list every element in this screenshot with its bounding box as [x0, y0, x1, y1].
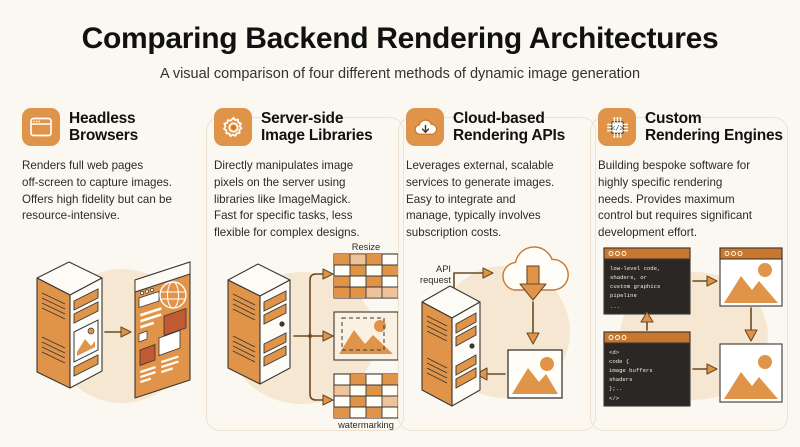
api-request-label-line2: request — [420, 275, 451, 285]
diagram-server-to-browser — [22, 240, 212, 430]
api-request-label-line1: API — [436, 264, 451, 274]
comparison-columns: Headless Browsers Renders full web pages… — [0, 108, 800, 438]
column-title-line2: Image Libraries — [261, 127, 373, 144]
column-title: Headless Browsers — [69, 110, 138, 145]
code-bottom-line-0: <d> — [609, 349, 620, 356]
code-top-line-4: ... — [610, 303, 620, 310]
column-title: Server-side Image Libraries — [261, 110, 373, 145]
image-result — [507, 349, 563, 399]
chip-code-icon: </> — [598, 108, 636, 146]
code-bottom-line-3: shaders — [609, 376, 633, 383]
arrow-code-top-to-image-top — [692, 275, 718, 287]
watermark-pixel-grid — [333, 373, 399, 419]
code-bottom-line-5: </> — [609, 395, 620, 402]
column-title-line2: Rendering Engines — [645, 127, 783, 144]
column-title-line2: Browsers — [69, 127, 139, 144]
code-bottom-line-1: code { — [609, 358, 629, 365]
column-header: Server-side Image Libraries — [214, 108, 404, 146]
crop-image-panel — [333, 311, 399, 361]
diagram-code-to-image-windows: low-level code, shaders, or custom graph… — [598, 236, 788, 426]
rendered-web-page — [134, 260, 191, 399]
column-header: </> Custom Rendering Engines — [598, 108, 788, 146]
code-bottom-line-4: };.. — [609, 385, 622, 392]
header: Comparing Backend Rendering Architecture… — [0, 0, 800, 82]
code-window-bottom: <d> code { image buffers shaders };.. </… — [603, 331, 691, 407]
arrow-cloud-to-image — [526, 301, 540, 345]
code-window-top: low-level code, shaders, or custom graph… — [603, 247, 691, 315]
code-bottom-line-2: image buffers — [609, 367, 653, 374]
image-window-top — [719, 247, 783, 307]
cloud-download-arrow — [519, 265, 547, 301]
column-server-side-image-libraries: Server-side Image Libraries Directly man… — [206, 108, 404, 438]
server-tower — [421, 285, 481, 407]
column-header: Cloud-based Rendering APIs — [406, 108, 596, 146]
column-headless-browsers: Headless Browsers Renders full web pages… — [22, 108, 212, 438]
arrow-image-to-server — [475, 367, 506, 381]
column-title-line1: Server-side — [261, 109, 344, 127]
gear-icon — [214, 108, 252, 146]
column-title-line1: Cloud-based — [453, 109, 545, 127]
code-top-line-1: shaders, or — [610, 274, 647, 281]
column-title: Cloud-based Rendering APIs — [453, 110, 565, 145]
arrow-code-bottom-to-code-top — [640, 311, 654, 331]
column-title-line1: Custom — [645, 109, 702, 127]
watermarking-label: watermarking — [337, 420, 394, 430]
column-title-line2: Rendering APIs — [453, 127, 566, 144]
branch-arrows — [293, 268, 334, 406]
column-description: Directly manipulates image pixels on the… — [214, 159, 360, 240]
arrow-image-top-to-image-bottom — [744, 307, 758, 342]
column-title-line1: Headless — [69, 109, 136, 127]
column-description: Building bespoke software for highly spe… — [598, 159, 753, 240]
column-title: Custom Rendering Engines — [645, 110, 783, 145]
code-top-line-0: low-level code, — [610, 265, 660, 272]
page-subtitle: A visual comparison of four different me… — [159, 66, 641, 82]
column-header: Headless Browsers — [22, 108, 212, 146]
column-cloud-based-rendering-apis: Cloud-based Rendering APIs Leverages ext… — [398, 108, 596, 438]
browser-window-icon — [22, 108, 60, 146]
column-description: Renders full web pages off-screen to cap… — [22, 159, 172, 223]
server-tower — [227, 263, 291, 385]
page-title: Comparing Backend Rendering Architecture… — [81, 22, 719, 55]
arrow-server-to-page — [104, 326, 132, 338]
code-top-line-2: custom graphics — [610, 283, 660, 290]
image-window-bottom — [719, 343, 783, 403]
column-custom-rendering-engines: </> Custom Rendering Engines Building be… — [590, 108, 788, 438]
cloud-download-icon — [406, 108, 444, 146]
column-description: Leverages external, scalable services to… — [406, 159, 555, 240]
resize-label: Resize — [352, 242, 380, 252]
cloud — [502, 246, 569, 301]
diagram-server-to-operations: Resize — [214, 232, 404, 430]
arrow-code-bottom-to-image-bottom — [692, 363, 718, 375]
code-top-line-3: pipeline — [610, 292, 637, 299]
server-tower — [36, 261, 103, 389]
diagram-request-response-cycle: API request — [406, 240, 596, 430]
svg-text:</>: </> — [610, 125, 623, 133]
resize-pixel-grid — [333, 253, 399, 299]
